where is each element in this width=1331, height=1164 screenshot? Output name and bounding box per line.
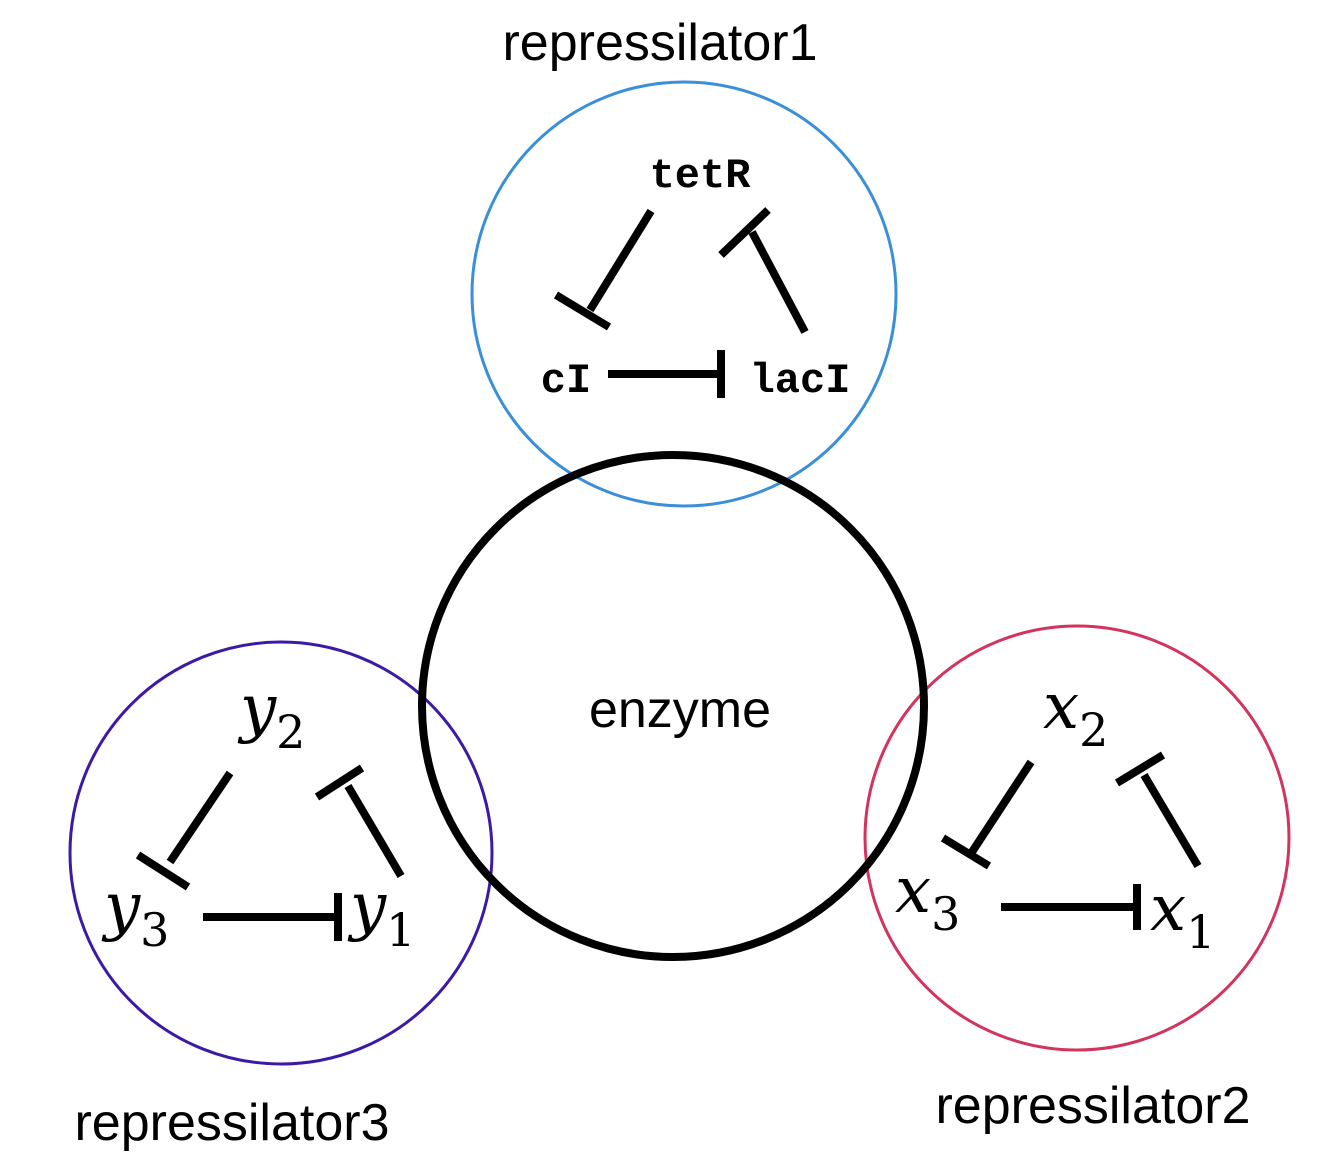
- edge-x3-represses-x1: [1001, 884, 1141, 930]
- enzyme-circle: [418, 451, 928, 961]
- gene-y2: y2: [237, 672, 305, 759]
- gene-y1: y1: [347, 870, 415, 957]
- gene-x2-sub: 2: [1079, 703, 1108, 757]
- repressilator3-title: repressilator3: [74, 1094, 389, 1152]
- gene-x1: x1: [1150, 872, 1215, 959]
- gene-y2-base: y: [237, 672, 277, 746]
- gene-y3: y3: [101, 870, 169, 957]
- gene-lacI: lacI: [750, 357, 851, 405]
- enzyme-label: enzyme: [589, 681, 771, 739]
- gene-y3-sub: 3: [140, 903, 169, 957]
- repressilator1-title: repressilator1: [502, 14, 817, 72]
- edge-y3-represses-y1: [203, 893, 342, 941]
- edge-y2-represses-y3: [135, 770, 234, 891]
- gene-x3-sub: 3: [931, 887, 960, 941]
- edge-lacI-represses-tetR: [718, 207, 809, 334]
- edge-x1-represses-x2: [1114, 751, 1202, 869]
- gene-x3-base: x: [895, 854, 931, 928]
- gene-y3-base: y: [101, 870, 141, 944]
- edge-tetR-represses-cI: [553, 208, 655, 331]
- repressilator3-circle: [68, 640, 494, 1066]
- repressilator1-circle: [470, 80, 898, 508]
- gene-tetR: tetR: [650, 152, 752, 200]
- gene-cI: cI: [541, 357, 591, 405]
- gene-x1-base: x: [1150, 872, 1186, 946]
- edge-x2-represses-x3: [940, 759, 1035, 870]
- gene-x2-base: x: [1043, 670, 1079, 744]
- edge-y1-represses-y2: [314, 764, 405, 879]
- gene-y1-sub: 1: [386, 903, 415, 957]
- gene-y1-base: y: [347, 870, 387, 944]
- gene-x2: x2: [1043, 670, 1108, 757]
- edge-cI-represses-lacI: [608, 350, 725, 398]
- repressilator2-circle: [863, 624, 1291, 1052]
- gene-y2-sub: 2: [276, 705, 305, 759]
- gene-x3: x3: [895, 854, 960, 941]
- repressilator2-title: repressilator2: [935, 1077, 1250, 1135]
- gene-x1-sub: 1: [1186, 905, 1215, 959]
